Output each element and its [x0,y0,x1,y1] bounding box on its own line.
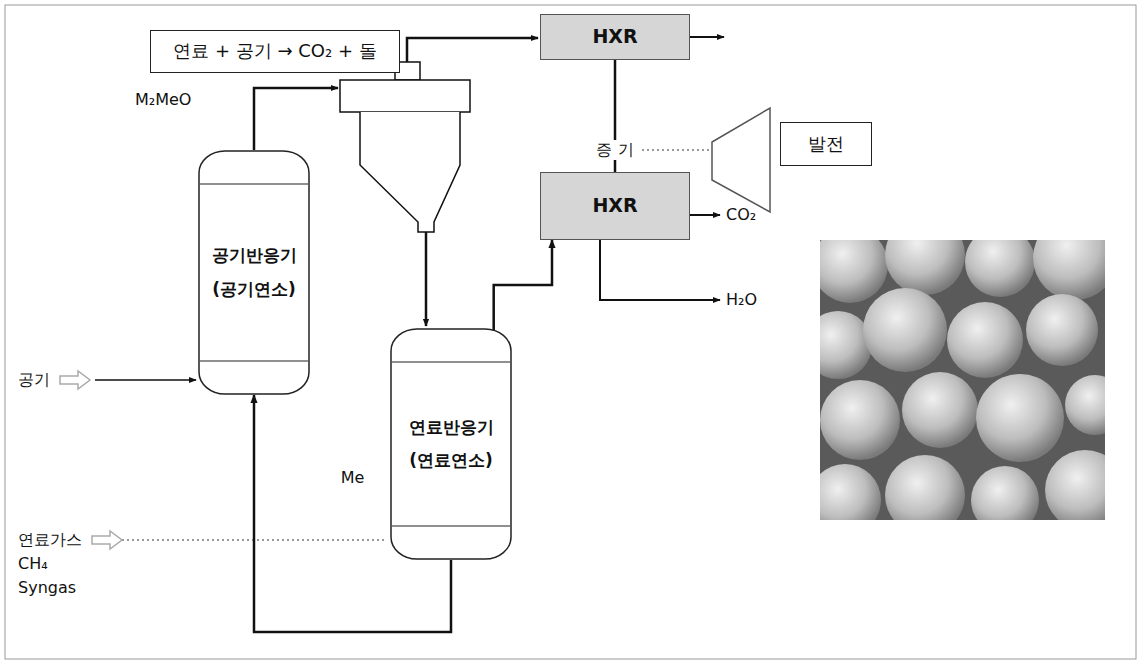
vessel-band [200,360,308,361]
stream-label: Syngas [18,578,76,597]
flow-connector [494,240,552,338]
reactor-vessel: 연료반응기 (연료연소) [390,328,512,560]
hollow-arrow-part [60,371,90,389]
particle-photo-part [885,455,965,520]
node-text: (연료연소) [409,450,493,471]
particle-photo-part [1045,450,1105,520]
node-text: 공기반응기 [212,245,297,266]
flow-line-part [407,38,538,62]
connector-label: Me [338,468,368,487]
node-text: 연료 + 공기 → CO₂ + 돌 [173,40,377,63]
vessel-outline [390,328,512,560]
stream-label: M₂MeO [135,90,191,109]
flow-line-part [254,88,338,150]
vessel-body [391,329,511,559]
particle-photo-part [1033,240,1105,300]
particle-photo-part [971,466,1039,520]
reactor-vessel: 공기반응기 (공기연소) [198,150,310,395]
cyclone [340,62,470,232]
flow-line-part [95,379,196,381]
node-text: 연료반응기 [409,417,494,438]
hollow-arrow [60,371,122,549]
particle-photo-part [965,240,1035,297]
outer-frame [5,5,1136,659]
vessel-outline [198,150,310,395]
particle-photo-part [863,288,947,372]
flow-line-part [425,232,428,326]
flow-line-part [690,214,720,216]
node-text: 발전 [808,133,844,156]
vessel-band [392,525,510,526]
flow-line [95,37,724,380]
particle-photo [820,240,1105,520]
flow-line-part [690,36,724,38]
vessel-body [199,151,309,394]
particle-photo-part [976,374,1064,462]
particle-photo-part [1026,294,1098,366]
generator-box: 발전 [780,122,872,166]
heat-exchanger-box: HXR [540,172,690,240]
particle-photo-part [1065,375,1105,435]
particle-photo-part [885,240,965,295]
title-box: 연료 + 공기 → CO₂ + 돌 [150,30,400,73]
particle-photo-part [820,380,900,460]
vessel-band [200,183,308,184]
node-text: (공기연소) [212,279,296,300]
cyclone-part [340,80,470,112]
stream-label: CH₄ [18,554,48,573]
turbine [712,108,770,212]
node-text: HXR [592,194,637,218]
node-text: HXR [592,25,637,49]
stream-label: 연료가스 [18,530,82,549]
turbine-part [712,108,770,212]
stream-label: 공기 [18,370,50,389]
particle-photo-part [820,240,888,303]
particle-photo-part [902,372,978,448]
cyclone-part [360,112,460,232]
particle-photo-part [820,464,881,520]
dotted-line-part [642,149,712,151]
stream-label: H₂O [726,290,757,309]
heat-exchanger-box: HXR [540,14,690,60]
vessel-band [392,361,510,362]
particle-photo-part [947,302,1023,378]
stream-label: CO₂ [726,205,756,224]
hollow-arrow-part [92,531,122,549]
connector-label: 증 기 [593,140,636,159]
flow-line-part [600,240,720,300]
outer-frame-part [5,5,1136,659]
